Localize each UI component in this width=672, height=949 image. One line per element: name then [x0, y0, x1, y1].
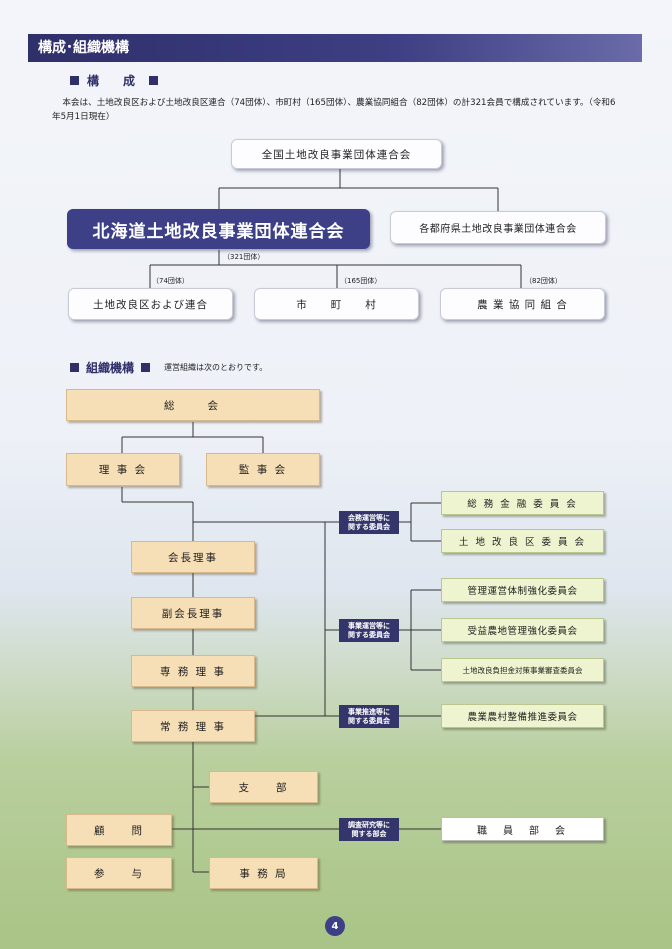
hokkaido-federation-box: 北海道土地改良事業団体連合会 [67, 209, 370, 249]
organization-title: 組織機構 運営組織は次のとおりです。 [66, 359, 267, 376]
member-count-land-improvement: （74団体） [152, 277, 189, 285]
member-count-municipalities: （165団体） [340, 277, 382, 285]
total-count: （321団体） [223, 253, 265, 261]
committee-box: 受益農地管理強化委員会 [441, 618, 604, 642]
vice-chairman-box: 副会長理事 [131, 597, 255, 629]
committee-box: 土 地 改 良 区 委 員 会 [441, 529, 604, 553]
national-federation-box: 全国土地改良事業団体連合会 [231, 139, 442, 169]
page-number: 4 [325, 916, 345, 936]
general-assembly-box: 総 会 [66, 389, 320, 421]
composition-intro: 本会は、土地改良区および土地改良区連合（74団体）、市町村（165団体）、農業協… [52, 98, 616, 122]
square-bullet-icon [141, 363, 151, 372]
square-bullet-icon [70, 363, 79, 372]
board-box: 理 事 会 [66, 453, 180, 486]
executive-director-box: 常 務 理 事 [131, 710, 255, 742]
composition-title: 構 成 [66, 72, 162, 89]
auditors-box: 監 事 会 [206, 453, 320, 486]
committee-box: 総 務 金 融 委 員 会 [441, 491, 604, 515]
committee-group-label: 会務運営等に 関する委員会 [339, 511, 399, 534]
committee-box: 農業農村整備推進委員会 [441, 704, 604, 728]
section-header: 構成･組織機構 [28, 34, 642, 62]
member-box-municipalities: 市 町 村 [254, 288, 419, 320]
section-header-title: 構成･組織機構 [38, 40, 129, 56]
advisor-box: 顧 問 [66, 814, 172, 846]
committee-group-label: 事業推進等に 関する委員会 [339, 705, 399, 728]
committee-group-label: 事業運営等に 関する委員会 [339, 619, 399, 642]
prefectural-federations-box: 各都府県土地改良事業団体連合会 [390, 211, 606, 244]
organization-note: 運営組織は次のとおりです。 [164, 363, 268, 372]
square-bullet-icon [70, 76, 79, 85]
counselor-box: 参 与 [66, 857, 172, 889]
committee-box: 管理運営体制強化委員会 [441, 578, 604, 602]
committee-box: 土地改良負担金対策事業審査委員会 [441, 658, 604, 682]
senior-director-box: 専 務 理 事 [131, 655, 255, 687]
branch-box: 支 部 [209, 771, 318, 803]
secretariat-box: 事 務 局 [209, 857, 318, 889]
chairman-box: 会長理事 [131, 541, 255, 573]
member-box-agri-coops: 農 業 協 同 組 合 [440, 288, 605, 320]
member-box-land-improvement: 土地改良区および連合 [68, 288, 233, 320]
staff-subcommittee-box: 職 員 部 会 [441, 817, 604, 841]
square-bullet-icon [149, 76, 159, 85]
committee-group-label: 調査研究等に 関する部会 [339, 818, 399, 841]
member-count-agri-coops: （82団体） [525, 277, 562, 285]
